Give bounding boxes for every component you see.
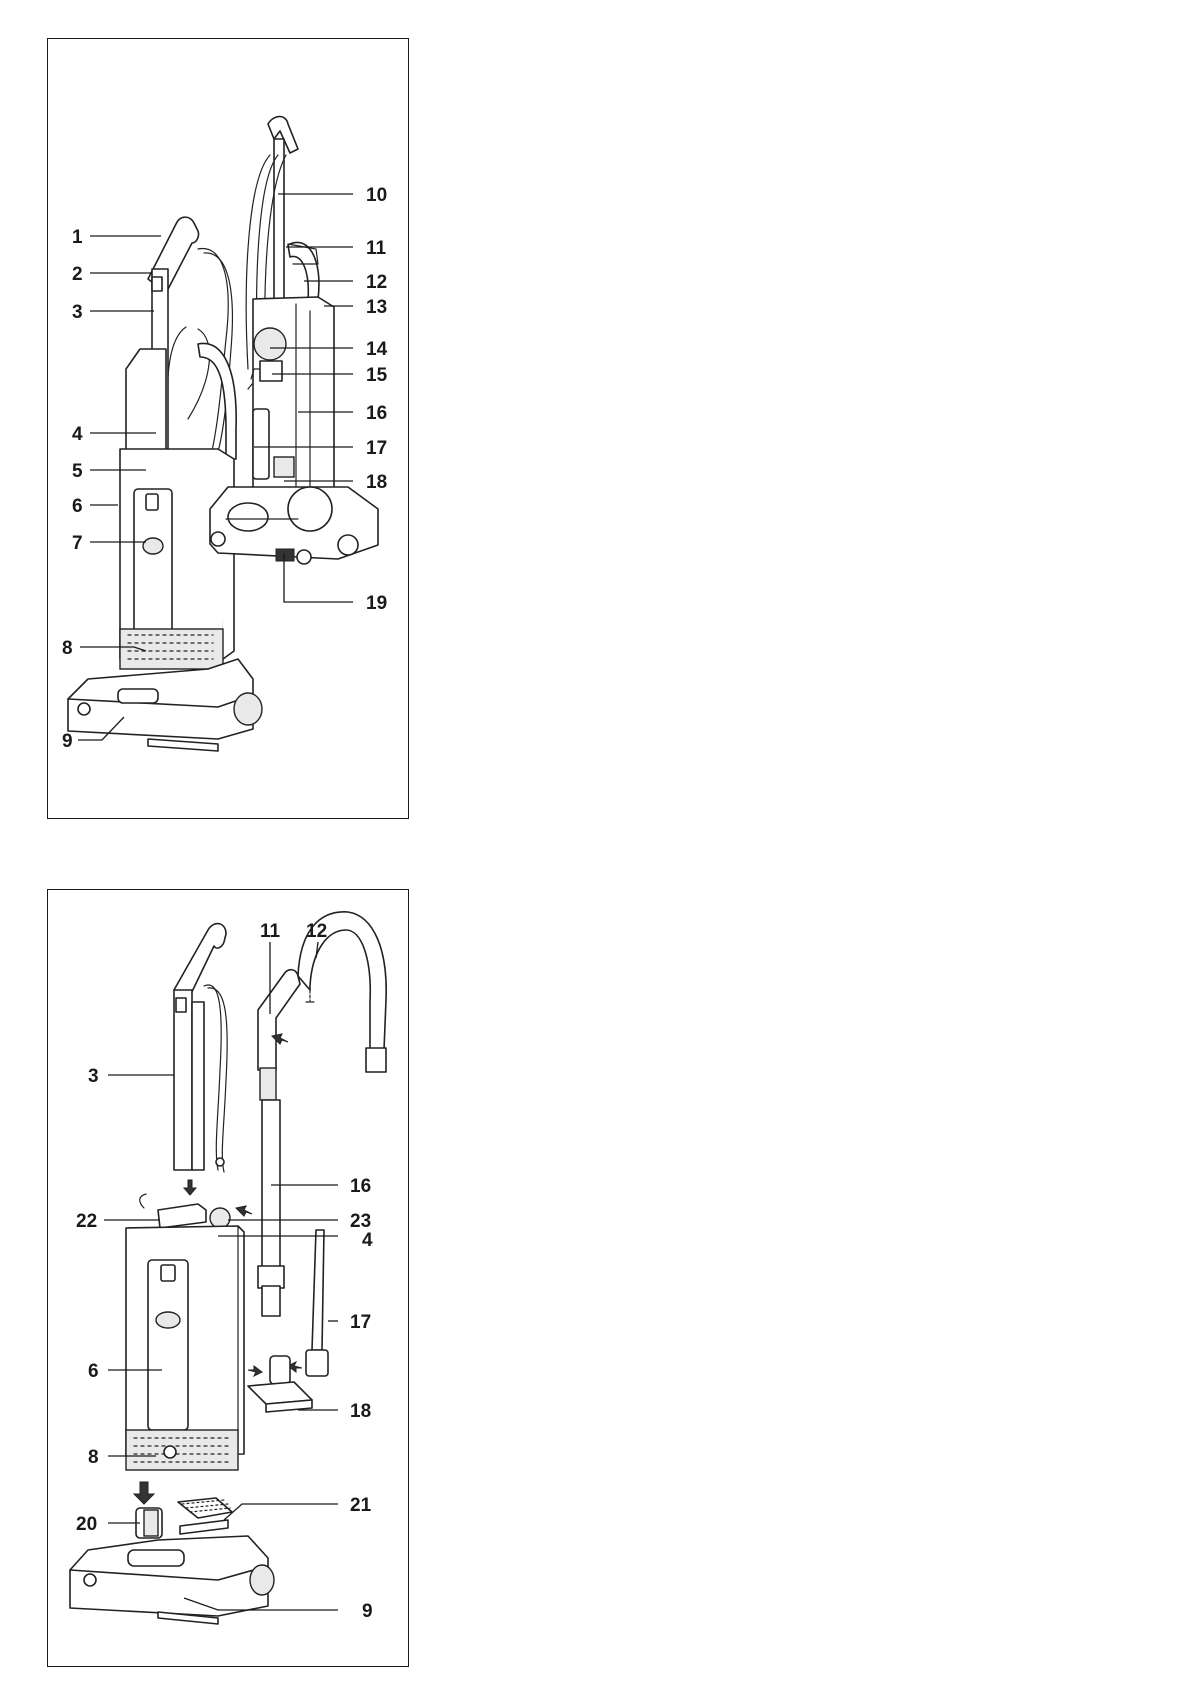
callout-9: 9: [62, 731, 73, 752]
callout-3: 3: [88, 1066, 99, 1087]
callout-6: 6: [72, 496, 83, 517]
callout-4: 4: [72, 424, 83, 445]
callout-23: 23: [350, 1211, 371, 1232]
callout-22: 22: [76, 1211, 97, 1232]
front-vacuum-illustration: [68, 217, 262, 751]
callout-1: 1: [72, 227, 83, 248]
callout-9: 9: [362, 1601, 373, 1622]
callout-5: 5: [72, 461, 83, 482]
callout-8: 8: [62, 638, 73, 659]
callout-11: 11: [366, 238, 387, 259]
callout-7: 7: [72, 533, 83, 554]
callout-17: 17: [350, 1312, 371, 1333]
callout-16: 16: [350, 1176, 371, 1197]
callout-14: 14: [366, 339, 388, 360]
assembled-views-drawing: 1 2 3 4 5 6 7 8 9 10 11 12 13 14 15 16 1…: [48, 39, 410, 820]
callout-18: 18: [350, 1401, 371, 1422]
callout-3: 3: [72, 302, 83, 323]
exploded-view-drawing: 11 12 3 16 22 23 4 17 6 18 8 20 21 9: [48, 890, 410, 1668]
callout-16: 16: [366, 403, 387, 424]
callout-10: 10: [366, 185, 387, 206]
callout-12: 12: [306, 921, 327, 942]
callout-18: 18: [366, 472, 387, 493]
callout-12: 12: [366, 272, 387, 293]
rear-vacuum-illustration: [210, 117, 378, 565]
callout-17: 17: [366, 438, 387, 459]
figure-assembled-views: 1 2 3 4 5 6 7 8 9 10 11 12 13 14 15 16 1…: [47, 38, 409, 819]
callout-6: 6: [88, 1361, 99, 1382]
callout-13: 13: [366, 297, 387, 318]
callout-11: 11: [260, 921, 281, 942]
callout-20: 20: [76, 1514, 97, 1535]
callout-21: 21: [350, 1495, 372, 1516]
callout-8: 8: [88, 1447, 99, 1468]
callout-19: 19: [366, 593, 387, 614]
callout-15: 15: [366, 365, 388, 386]
figure-exploded-view: 11 12 3 16 22 23 4 17 6 18 8 20 21 9: [47, 889, 409, 1667]
callout-2: 2: [72, 264, 83, 285]
callout-4: 4: [362, 1230, 373, 1251]
